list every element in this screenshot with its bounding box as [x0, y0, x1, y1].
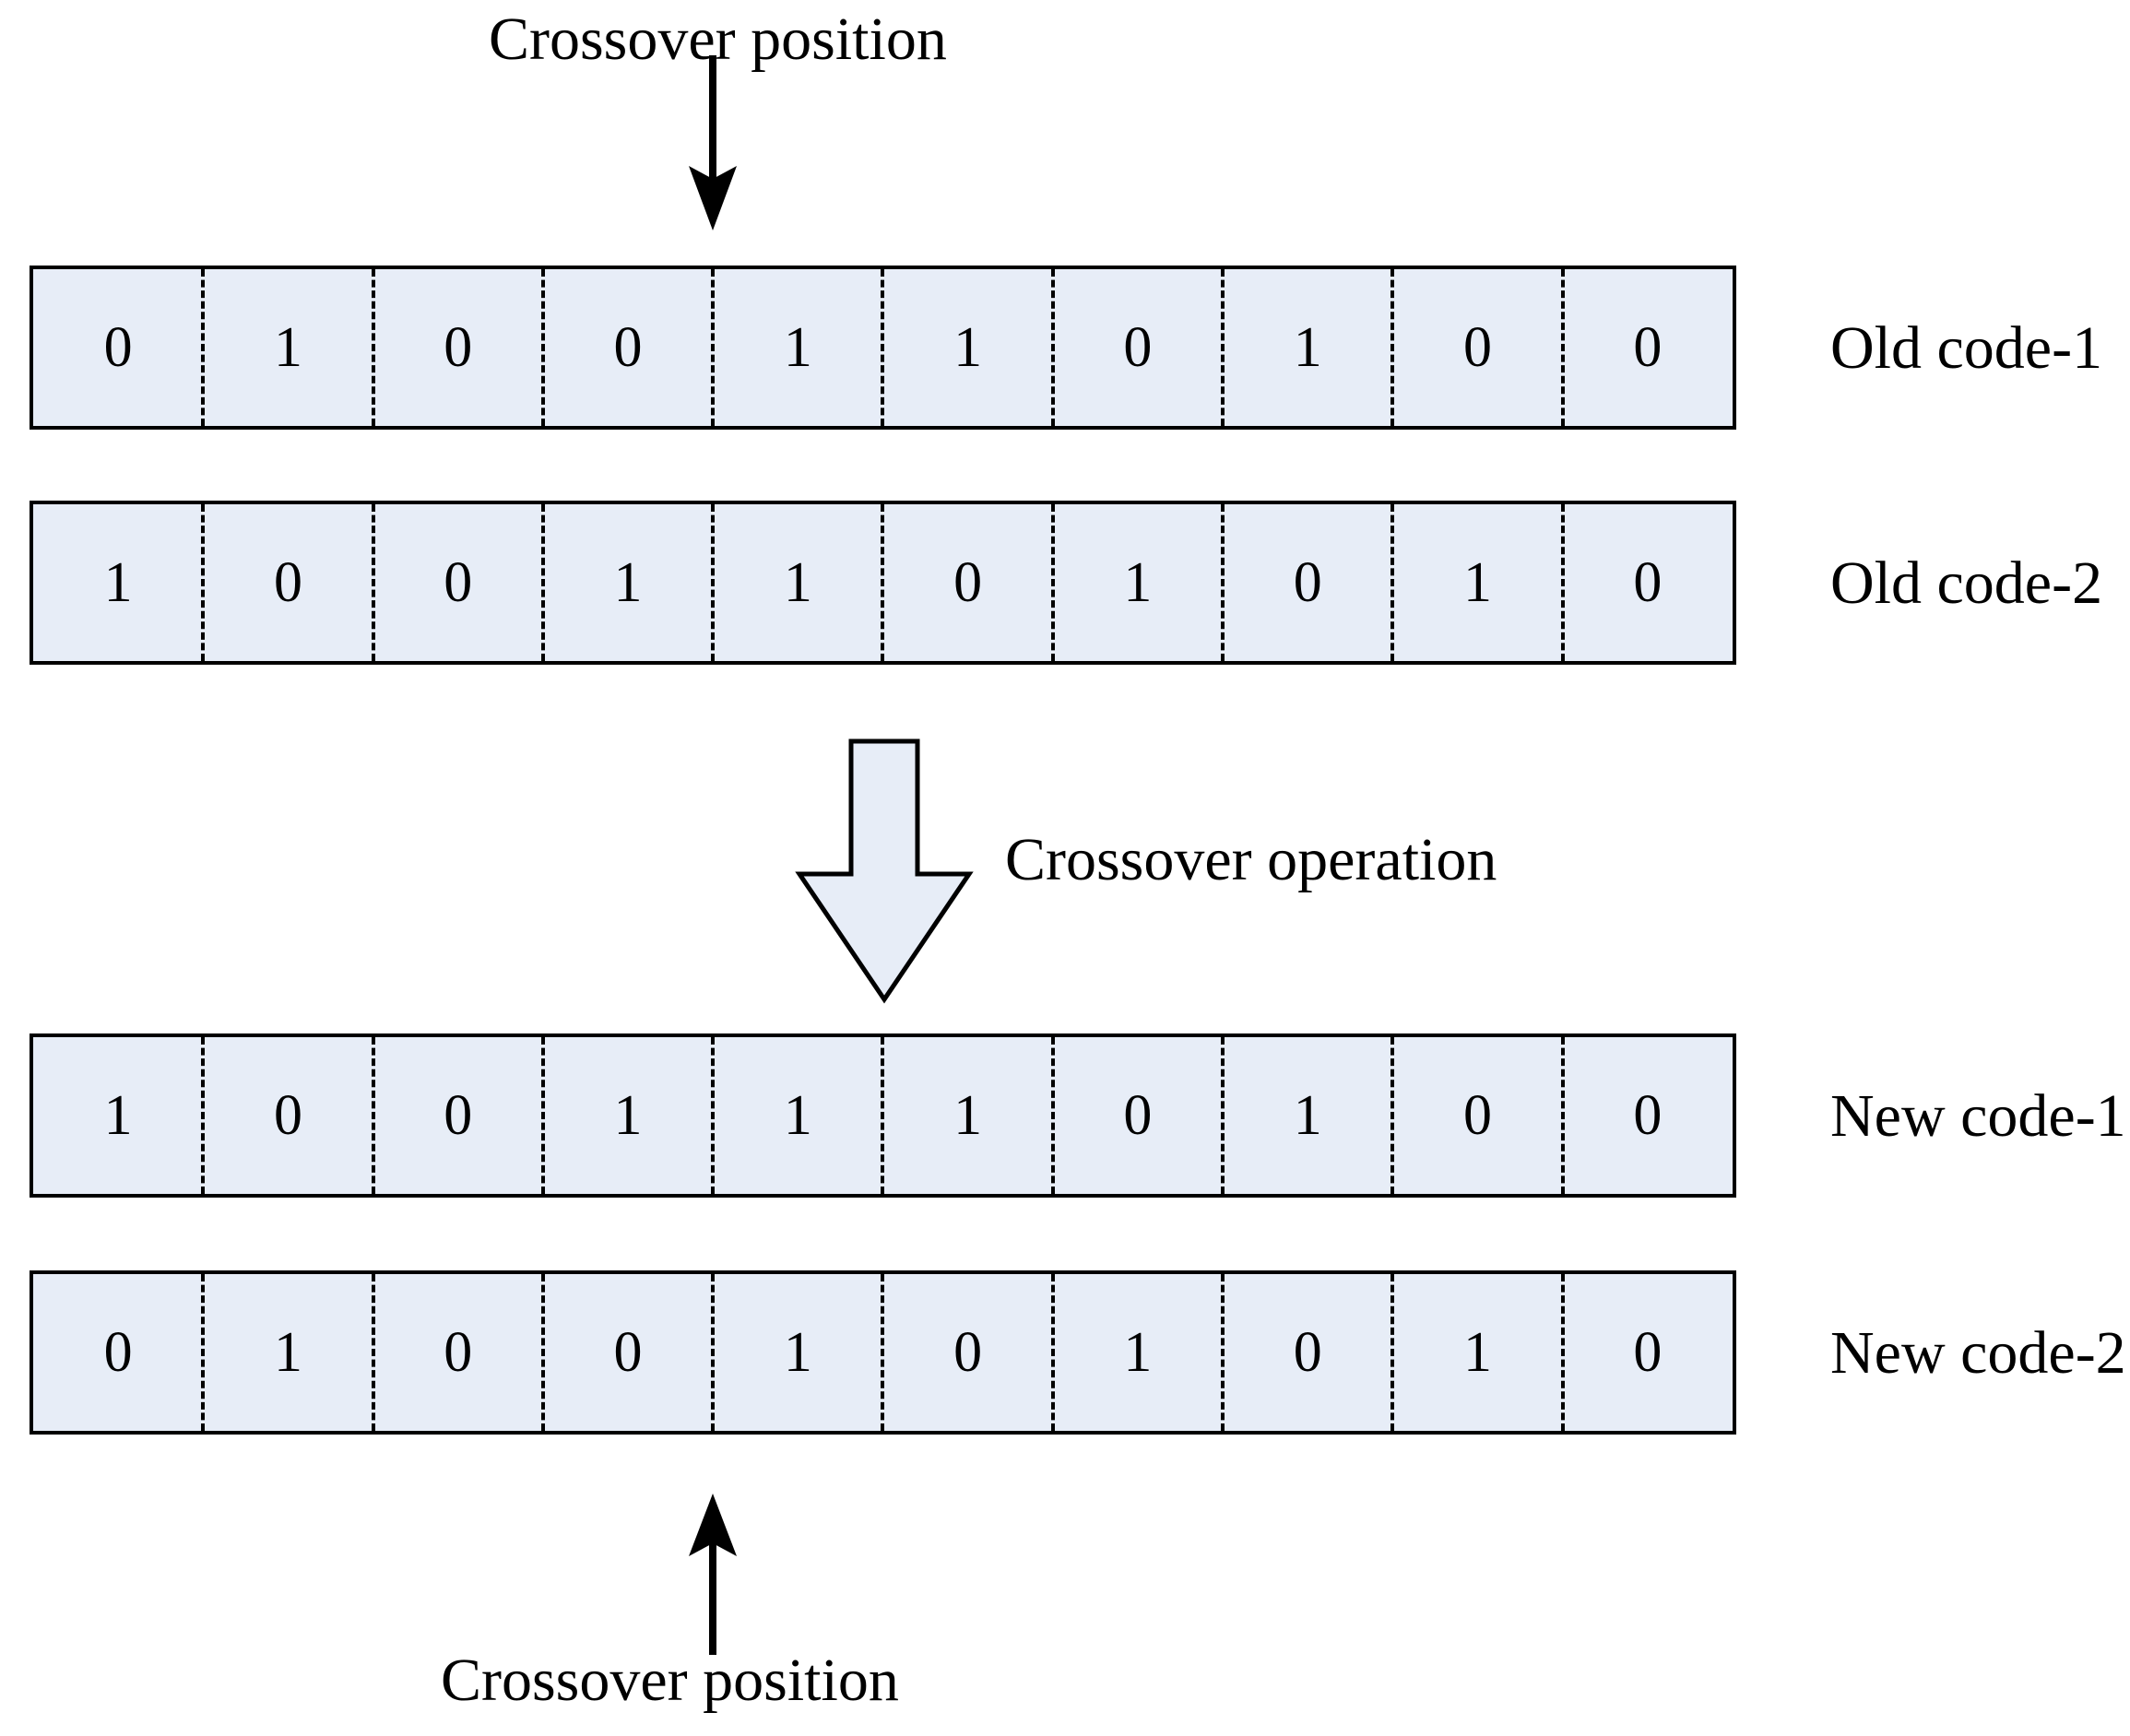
row-label-old-code-2: Old code-2	[1830, 549, 2103, 617]
bottom-crossover-position-label: Crossover position	[441, 1647, 899, 1714]
bit-cell: 1	[540, 504, 713, 661]
bit-cell: 1	[881, 269, 1052, 426]
bit-cell: 0	[1560, 504, 1733, 661]
bit-cell: 1	[201, 1274, 373, 1431]
bit-cell: 1	[1050, 504, 1223, 661]
bit-cell: 0	[371, 504, 543, 661]
crossover-position-up-arrow-icon	[689, 1494, 737, 1655]
code-row-old-code-1: 0 1 0 0 1 1 0 1 0 0	[30, 266, 1736, 430]
bit-cell: 0	[1390, 1037, 1562, 1194]
bit-cell: 1	[1050, 1274, 1223, 1431]
bit-cell: 1	[711, 269, 882, 426]
bit-cell: 0	[201, 504, 373, 661]
bit-cell: 0	[540, 269, 713, 426]
code-row-new-code-2: 0 1 0 0 1 0 1 0 1 0	[30, 1270, 1736, 1435]
code-row-new-code-1: 1 0 0 1 1 1 0 1 0 0	[30, 1033, 1736, 1198]
bit-cell: 0	[103, 316, 133, 379]
bit-cell: 1	[1390, 1274, 1562, 1431]
crossover-operation-label: Crossover operation	[1005, 826, 1497, 893]
code-row-old-code-2: 1 0 0 1 1 0 1 0 1 0	[30, 501, 1736, 665]
bit-cell: 0	[1050, 269, 1223, 426]
row-label-new-code-1: New code-1	[1830, 1082, 2126, 1150]
bit-cell: 1	[881, 1037, 1052, 1194]
bit-cell: 0	[1221, 504, 1392, 661]
row-label-old-code-1: Old code-1	[1830, 314, 2103, 382]
bit-cell: 1	[1390, 504, 1562, 661]
top-crossover-position-label: Crossover position	[489, 6, 947, 73]
bit-cell: 1	[711, 1274, 882, 1431]
bit-cell: 0	[201, 1037, 373, 1194]
bit-cell: 0	[1050, 1037, 1223, 1194]
bit-cell: 0	[371, 1274, 543, 1431]
row-label-new-code-2: New code-2	[1830, 1319, 2126, 1387]
bit-cell: 1	[201, 269, 373, 426]
bit-cell: 1	[103, 1084, 133, 1147]
crossover-operation-block-arrow-icon	[795, 738, 974, 1004]
bit-cell: 0	[1390, 269, 1562, 426]
bit-cell: 0	[103, 1321, 133, 1384]
bit-cell: 1	[1221, 269, 1392, 426]
crossover-position-down-arrow-icon	[689, 55, 737, 230]
bit-cell: 1	[1221, 1037, 1392, 1194]
bit-cell: 1	[711, 504, 882, 661]
bit-cell: 0	[540, 1274, 713, 1431]
bit-cell: 0	[371, 1037, 543, 1194]
bit-cell: 0	[1221, 1274, 1392, 1431]
bit-cell: 0	[1560, 1274, 1733, 1431]
bit-cell: 0	[881, 1274, 1052, 1431]
bit-cell: 0	[881, 504, 1052, 661]
bit-cell: 0	[371, 269, 543, 426]
bit-cell: 0	[1560, 269, 1733, 426]
bit-cell: 1	[711, 1037, 882, 1194]
bit-cell: 0	[1560, 1037, 1733, 1194]
bit-cell: 1	[540, 1037, 713, 1194]
bit-cell: 1	[103, 551, 133, 614]
